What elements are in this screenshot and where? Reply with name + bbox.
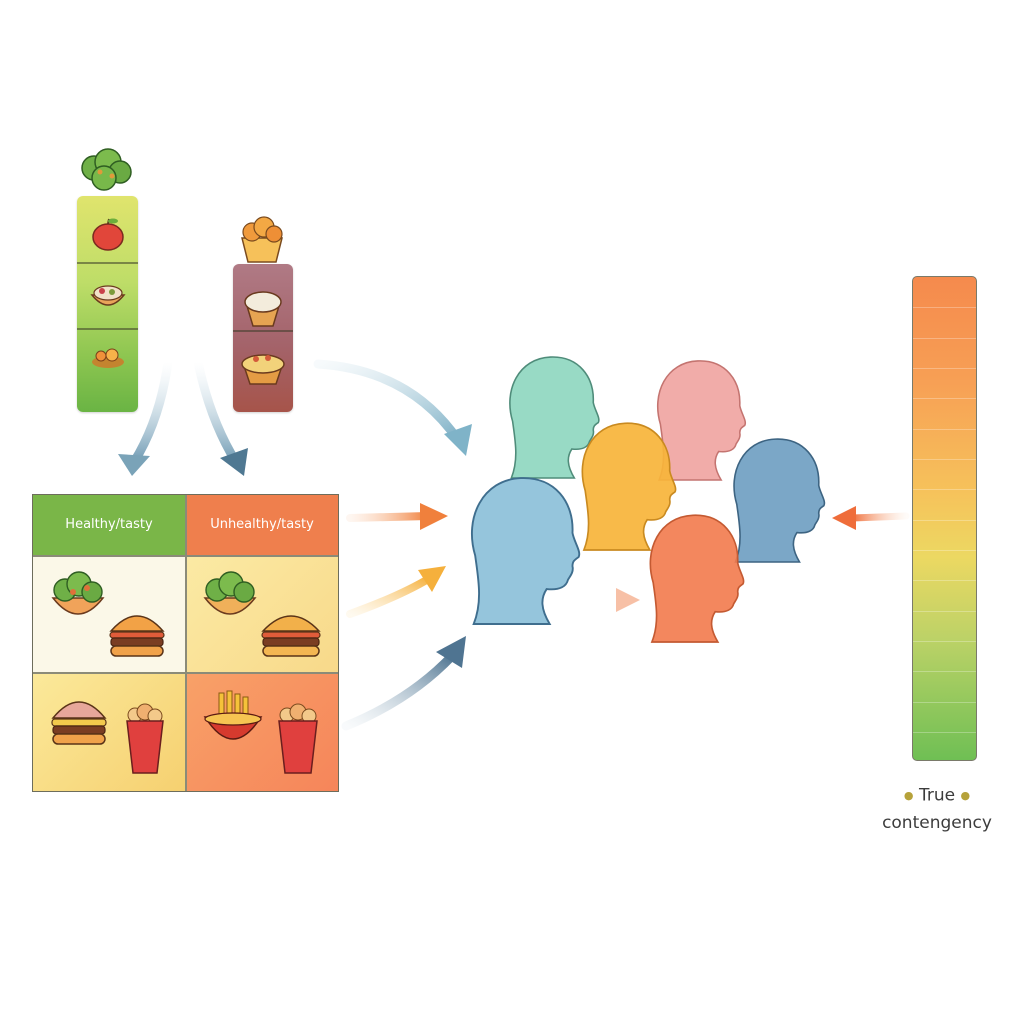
matrix-gridline — [185, 495, 187, 791]
arrowhead — [420, 503, 448, 530]
scale-band — [913, 732, 976, 733]
matrix-header-unhealthy-label: Unhealthy/tasty — [210, 516, 314, 532]
arrow-unhealthy-to-heads — [313, 359, 463, 445]
scale-label-line1: True — [918, 785, 956, 806]
arrowhead — [220, 448, 248, 476]
matrix-header-healthy-label: Healthy/tasty — [65, 516, 153, 532]
arrowhead — [616, 588, 640, 612]
popcorn-cup-icon — [126, 703, 164, 774]
matrix-gridline — [33, 672, 338, 674]
broccoli-icon — [81, 148, 132, 191]
scale-band — [913, 307, 976, 308]
scale-band — [913, 398, 976, 399]
roasted-veg-icon — [92, 348, 124, 368]
salad-icon — [203, 571, 257, 615]
scale-band — [913, 580, 976, 581]
scale-band — [913, 611, 976, 612]
orange-head — [649, 514, 745, 643]
scale-band — [913, 671, 976, 672]
heads-group — [470, 356, 826, 643]
bullet-dot: ● — [960, 789, 971, 802]
matrix-gridline — [33, 555, 338, 557]
salad-bowl-icon — [90, 285, 126, 306]
arrow-healthy-to-matrix-2 — [193, 357, 241, 467]
scale-label: ● True ● contengency — [862, 782, 1012, 837]
pink-head — [656, 360, 747, 481]
contingency-scale-bar — [912, 276, 977, 761]
blue-head — [470, 477, 581, 625]
apple-icon — [92, 218, 124, 251]
burger-icon — [51, 701, 107, 745]
fries-icon — [203, 690, 263, 740]
scale-band — [913, 550, 976, 551]
column-divider — [233, 330, 293, 332]
scale-band — [913, 489, 976, 490]
bullet-dot: ● — [903, 789, 914, 802]
burger-icon — [109, 615, 165, 657]
scale-band — [913, 459, 976, 460]
salad-icon — [51, 571, 105, 615]
arrowhead — [436, 636, 466, 668]
scale-band — [913, 702, 976, 703]
arrow-scale-to-heads — [848, 512, 910, 522]
arrow-matrix-to-heads-2 — [346, 574, 434, 618]
scale-band — [913, 429, 976, 430]
column-divider — [77, 262, 138, 264]
scale-label-line2: contengency — [882, 812, 992, 833]
scale-band — [913, 368, 976, 369]
matrix-header-healthy: Healthy/tasty — [33, 495, 185, 555]
arrowhead — [118, 454, 150, 476]
column-divider — [77, 328, 138, 330]
scale-band — [913, 520, 976, 521]
matrix-header-unhealthy: Unhealthy/tasty — [186, 495, 338, 555]
arrow-healthy-to-matrix — [129, 357, 173, 467]
scale-band — [913, 641, 976, 642]
healthy-food-column — [77, 196, 138, 412]
arrowhead — [418, 566, 446, 592]
unhealthy-food-column — [233, 264, 293, 412]
cupcake-icon — [244, 291, 282, 327]
popcorn-cup-icon — [278, 703, 318, 774]
burger-icon — [261, 615, 321, 657]
muffin-icon — [241, 354, 285, 385]
slate-head — [733, 438, 826, 563]
scale-label-line1-row: ● True ● — [862, 782, 1012, 810]
arrowhead — [444, 424, 472, 456]
arrow-matrix-to-heads-1 — [346, 512, 432, 522]
arrowhead — [832, 506, 856, 530]
scale-band — [913, 338, 976, 339]
cheesy-snack-icon — [241, 216, 283, 263]
food-matrix: Healthy/tasty Unhealthy/tasty — [32, 494, 339, 792]
arrow-matrix-to-heads-3 — [341, 651, 457, 731]
